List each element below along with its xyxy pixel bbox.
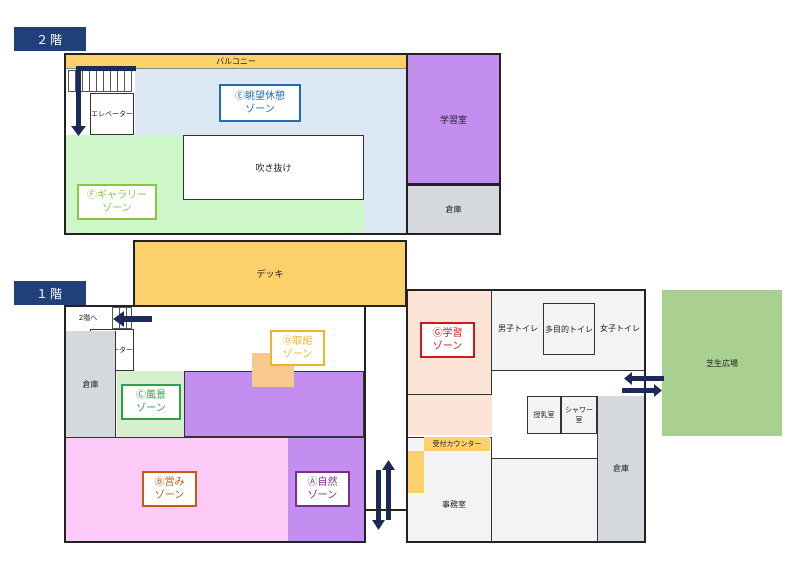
zone-b-title: Ⓑ営み xyxy=(154,477,185,488)
zone-f-sub: ゾーン xyxy=(102,203,132,214)
corridor-peach xyxy=(408,395,492,435)
lawn-arrow-left-head xyxy=(624,372,632,385)
nursing-room: 授乳室 xyxy=(527,396,561,434)
entrance-arrow-down-line xyxy=(376,470,381,522)
lawn-arrow-right-head xyxy=(654,384,662,397)
lawn-arrow-right-line xyxy=(622,388,656,393)
elevator-2f: エレベーター xyxy=(90,93,134,135)
zone-a-title: Ⓐ自然 xyxy=(307,477,338,488)
storage-1f-right: 倉庫 xyxy=(597,396,644,541)
atrium: 吹き抜け xyxy=(183,135,364,200)
floor-label-2f: ２階 xyxy=(14,27,86,51)
zone-d-title: Ⓓ取組 xyxy=(282,336,313,347)
shower-room: シャワー室 xyxy=(561,396,597,434)
zone-a-label: Ⓐ自然 ゾーン xyxy=(295,471,350,507)
arrow-to-2f-head xyxy=(113,311,124,327)
reception-counter-shape xyxy=(408,451,424,493)
deck: デッキ xyxy=(133,240,407,307)
zone-b-label: Ⓑ営み ゾーン xyxy=(142,471,197,507)
arrow-2f-horizontal xyxy=(76,66,136,71)
balcony: バルコニー xyxy=(66,55,406,69)
floor-label-1f: １階 xyxy=(14,281,86,305)
entrance-arrow-up-head xyxy=(382,460,395,470)
storage-1f-left: 倉庫 xyxy=(66,331,116,437)
arrow-to-2f-line xyxy=(122,316,152,322)
zone-g-label: Ⓖ学習 ゾーン xyxy=(420,322,475,358)
entrance-arrow-down-head xyxy=(372,520,385,530)
zone-c-label: Ⓒ風景 ゾーン xyxy=(121,384,181,420)
lawn-plaza: 芝生広場 xyxy=(662,290,782,436)
mens-toilet: 男子トイレ xyxy=(498,323,538,333)
zone-b-sub: ゾーン xyxy=(154,490,185,501)
reception-counter: 受付カウンター xyxy=(424,437,490,451)
zone-c-title: Ⓒ風景 xyxy=(136,390,166,401)
zone-e-title: Ⓔ眺望休憩 xyxy=(235,91,285,102)
storage-2f: 倉庫 xyxy=(406,184,501,235)
zone-g-sub: ゾーン xyxy=(432,341,463,352)
to-2f-label: 2階へ xyxy=(66,309,110,327)
zone-d-sub: ゾーン xyxy=(282,349,313,360)
multipurpose-toilet: 多目的トイレ xyxy=(543,303,595,355)
zone-e-label: Ⓔ眺望休憩 ゾーン xyxy=(219,84,301,122)
lawn-arrow-left-line xyxy=(630,376,664,381)
zone-c-sub: ゾーン xyxy=(136,403,166,414)
womens-toilet: 女子トイレ xyxy=(600,323,640,333)
zone-g-title: Ⓖ学習 xyxy=(432,328,463,339)
arrow-2f-vertical xyxy=(76,66,81,128)
zone-f-label: Ⓕギャラリー ゾーン xyxy=(77,184,157,220)
zone-d-label: Ⓓ取組 ゾーン xyxy=(270,330,325,366)
entrance-arrow-up-line xyxy=(386,468,391,520)
back-room xyxy=(492,458,597,541)
zone-f-title: Ⓕギャラリー xyxy=(87,190,147,201)
office: 事務室 xyxy=(442,499,466,509)
arrow-2f-head xyxy=(71,126,86,136)
zone-e-sub: ゾーン xyxy=(245,104,275,115)
zone-a-sub: ゾーン xyxy=(307,490,338,501)
